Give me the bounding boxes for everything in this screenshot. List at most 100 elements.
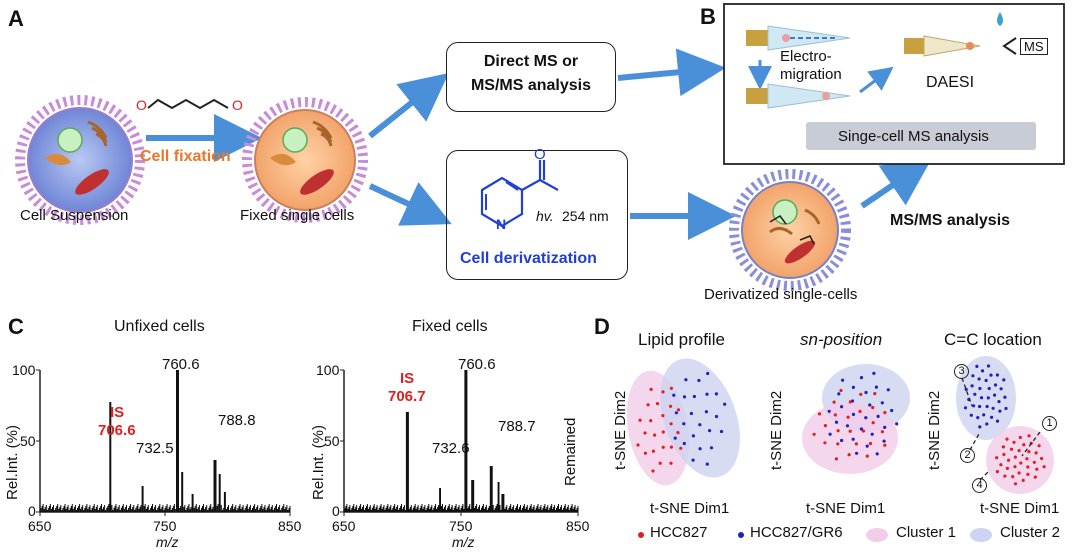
hcc827-point [649,387,653,391]
hcc827-point [661,414,665,418]
hcc827-point [871,421,875,425]
hcc827-point [1027,450,1031,454]
is-value-right: 706.7 [388,388,426,405]
gr6-point [977,377,981,381]
hcc827-point [812,432,816,436]
gr6-point [719,429,724,434]
hcc827-point [847,453,851,457]
gr6-point [691,458,695,462]
legend-cluster2: Cluster 2 [1000,524,1061,541]
remained-label: Remained [562,417,579,486]
dashed-arrow [969,431,981,451]
tsne-xlabel-1: t-SNE Dim1 [650,500,730,517]
gr6-point [864,416,868,420]
gr6-point [895,422,899,426]
acetylpyridine-molecule [480,160,559,228]
hcc827-point [653,433,657,437]
circled-4: 4 [972,478,987,493]
tsne-ylabel-3: t-SNE Dim2 [926,390,943,470]
hcc827-point [848,400,852,404]
hcc827-point [1011,475,1015,479]
legend-gr6-marker [738,532,744,538]
gr6-point [986,364,991,368]
tsne-title-sn: sn-position [800,330,883,349]
hcc827-point [638,418,642,422]
gr6-point [845,424,850,428]
gr6-point [684,378,688,382]
legend-hcc827: HCC827 [650,524,708,541]
gr6-point [834,420,839,424]
tsne-ylabel-2: t-SNE Dim2 [768,390,785,470]
gr6-point [673,436,677,440]
spectrum-right-title: Fixed cells [412,318,488,335]
spectrum-left-ylabel: Rel.Int. (%) [4,424,21,500]
xlabel-right: m/z [452,534,475,550]
hcc827-point [643,431,647,435]
tsne-title-lipid: Lipid profile [638,330,725,349]
gr6-point [969,413,973,417]
xtick-650-left: 650 [28,518,52,534]
gr6-point [875,452,879,456]
hcc827-point [1027,434,1031,438]
peak-788-right: 788.7 [498,418,536,435]
hcc827-point [1033,475,1037,479]
gr6-point [985,422,989,426]
gr6-point [874,385,878,389]
gr6-point [989,373,993,377]
hcc827-point [1005,437,1009,441]
hcc827-point [834,457,838,461]
gr6-point [723,402,727,406]
spectrum-right-trace [343,370,579,512]
hcc827-point [999,463,1003,467]
gr6-point [980,369,985,373]
hcc827-point [858,409,862,413]
gr6-point [855,451,859,455]
hcc827-point [823,424,827,428]
gr6-point [851,437,855,441]
gr6-point [978,404,982,409]
gr6-point [971,374,975,378]
fixed-cell-illustration [242,97,368,223]
hcc827-point [1001,445,1005,449]
emitter-bottom [746,83,851,109]
electromigration-line2: migration [780,66,842,83]
gr6-point [865,444,869,448]
hcc827-point [669,422,673,426]
hv-label: hv. [536,208,554,224]
tsne-title-cc: C=C location [944,330,1042,349]
gr6-point [682,441,686,446]
hcc827-point [676,431,680,435]
gr6-point [827,409,831,413]
hcc827-point [871,405,875,410]
cell-derivatization-label: Cell derivatization [460,250,597,267]
gr6-point [864,390,868,395]
legend-hcc827-marker [638,532,644,538]
tsne-xlabel-2: t-SNE Dim1 [806,500,886,517]
hcc827-point [655,402,660,406]
hcc827-point [861,429,865,433]
hcc827-point [1034,451,1038,455]
gr6-point [708,429,712,433]
ytick-0-left: 0 [28,503,36,519]
gr6-point [976,416,980,420]
xtick-750-right: 750 [449,518,473,534]
gr6-point [870,432,874,436]
gr6-point [1003,395,1007,399]
dashed-arrow [1021,431,1041,457]
gr6-point [886,388,890,392]
gr6-point [883,425,887,429]
hcc827-point [643,451,647,455]
gr6-point [851,385,855,389]
hcc827-point [1019,461,1023,465]
spectrum-left-title: Unfixed cells [114,318,205,335]
gr6-point [986,396,990,400]
hcc827-point [1013,455,1017,459]
spectrum-right [340,369,579,516]
svg-text:O: O [232,97,243,113]
gr6-point [859,427,863,431]
daesi-emitter [904,12,1017,57]
gr6-point [851,412,856,416]
hcc827-point [880,430,884,434]
hcc827-point [1005,466,1009,470]
emitter-top [746,25,851,51]
